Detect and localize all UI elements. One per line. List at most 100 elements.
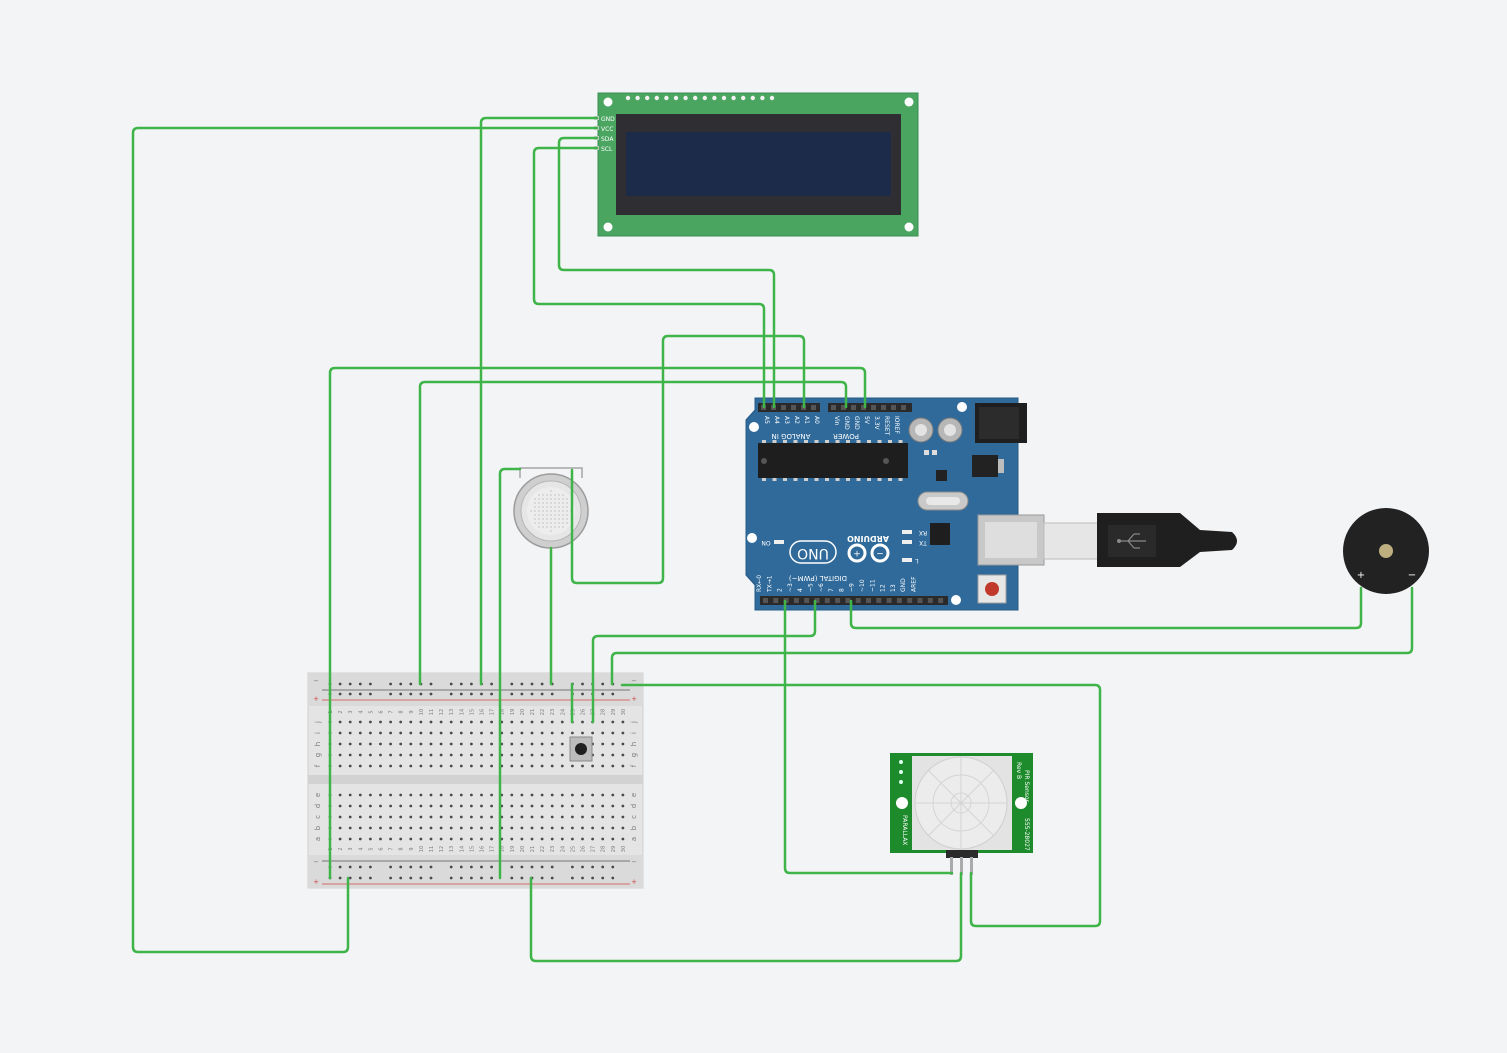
bb-col-label: 6 xyxy=(379,710,385,713)
bb-col-label: 7 xyxy=(389,710,395,713)
wire-gas-analog xyxy=(570,334,806,585)
bb-col-label: 22 xyxy=(540,709,546,715)
lcd-top-header xyxy=(625,95,775,101)
rail-minus-label: − xyxy=(313,677,319,685)
bb-col-label: 2 xyxy=(338,710,344,713)
bb-col-label: 25 xyxy=(570,709,576,715)
analog-header xyxy=(758,403,820,412)
lcd-header-pin xyxy=(635,95,640,101)
digital-pin-hole[interactable] xyxy=(845,598,851,603)
digital-pin-hole[interactable] xyxy=(927,598,933,603)
wire-gas-vcc xyxy=(498,467,522,880)
bb-col-label: 2 xyxy=(338,847,344,850)
power-pin-label: GND xyxy=(843,416,850,430)
wire-lcd-scl xyxy=(532,146,766,409)
power-pin-hole[interactable] xyxy=(901,405,906,410)
bb-col-label: 19 xyxy=(510,709,516,715)
bb-row-label: h xyxy=(630,742,638,746)
pir-header xyxy=(946,850,978,858)
bb-col-label: 26 xyxy=(581,709,587,715)
digital-pin-label: ~9 xyxy=(849,583,856,592)
analog-pin-hole[interactable] xyxy=(781,405,786,410)
bb-col-label: 20 xyxy=(520,709,526,715)
bb-row-label: d xyxy=(314,804,322,808)
lcd-header-pin xyxy=(712,95,717,101)
power-pin-hole[interactable] xyxy=(871,405,876,410)
bb-col-label: 27 xyxy=(591,846,597,852)
digital-pin-hole[interactable] xyxy=(886,598,892,603)
digital-pin-hole[interactable] xyxy=(938,598,944,603)
breadboard[interactable]: − + − + − + − + 112233445566778899101011… xyxy=(307,672,644,889)
analog-pin-hole[interactable] xyxy=(791,405,796,410)
digital-pin-hole[interactable] xyxy=(804,598,810,603)
bb-col-label: 22 xyxy=(540,846,546,852)
power-pin-hole[interactable] xyxy=(831,405,836,410)
pir-brand-label: PARALLAX xyxy=(901,815,908,845)
digital-pin-hole[interactable] xyxy=(876,598,882,603)
pir-part-label: 555-28027 xyxy=(1023,818,1030,851)
digital-pin-label: TX→1 xyxy=(766,575,773,593)
bb-row-label: h xyxy=(314,742,322,746)
digital-pin-hole[interactable] xyxy=(773,598,779,603)
lcd-pin-gnd: GND xyxy=(601,116,615,123)
analog-pin-label: A4 xyxy=(773,416,780,424)
lcd-module[interactable]: GND VCC SDA SCL xyxy=(594,92,919,237)
gas-sensor[interactable] xyxy=(513,467,589,549)
power-pin-hole[interactable] xyxy=(891,405,896,410)
piezo-buzzer[interactable]: + − xyxy=(1343,508,1429,594)
bb-col-label: 25 xyxy=(570,846,576,852)
bb-col-label: 3 xyxy=(348,847,354,850)
bb-col-label: 19 xyxy=(510,846,516,852)
bb-col-label: 17 xyxy=(490,846,496,852)
bb-col-label: 7 xyxy=(389,847,395,850)
power-pin-hole[interactable] xyxy=(851,405,856,410)
lcd-pin-sda: SDA xyxy=(601,136,614,143)
arduino-mount-hole xyxy=(951,595,961,605)
bb-col-label: 6 xyxy=(379,847,385,850)
voltage-regulator xyxy=(972,455,998,477)
digital-pin-label: ~10 xyxy=(859,579,866,592)
digital-pin-hole[interactable] xyxy=(793,598,799,603)
digital-pin-hole[interactable] xyxy=(855,598,861,603)
svg-text:+: + xyxy=(853,550,861,560)
wire-pir-out xyxy=(783,599,954,875)
lcd-header-pin xyxy=(731,95,736,101)
bb-col-label: 23 xyxy=(550,709,556,715)
digital-pin-hole[interactable] xyxy=(917,598,923,603)
lcd-header-pin xyxy=(741,95,746,101)
tx-label: TX xyxy=(919,539,928,546)
rail-minus-label: − xyxy=(631,858,637,866)
lcd-header-pin xyxy=(702,95,707,101)
power-pin-hole[interactable] xyxy=(861,405,866,410)
digital-pin-hole[interactable] xyxy=(896,598,902,603)
digital-pin-label: 8 xyxy=(838,588,845,592)
digital-pin-hole[interactable] xyxy=(866,598,871,603)
bb-col-label: 10 xyxy=(419,846,425,852)
l-led xyxy=(902,558,912,562)
push-button[interactable] xyxy=(569,736,593,762)
wire-5v xyxy=(328,366,867,880)
buzzer-center xyxy=(1379,544,1393,558)
bb-row-label: f xyxy=(630,764,638,767)
digital-pin-hole[interactable] xyxy=(907,598,913,603)
digital-pin-hole[interactable] xyxy=(824,598,830,603)
pir-sensor[interactable]: PIR Sensor Rev B 555-28027 PARALLAX xyxy=(890,753,1033,875)
bb-row-label: e xyxy=(314,793,322,797)
digital-pin-hole[interactable] xyxy=(814,598,820,603)
rail-plus-label: + xyxy=(313,695,319,703)
arduino-mount-hole xyxy=(957,402,967,412)
power-pin-label: Vin xyxy=(833,416,840,426)
digital-pin-hole[interactable] xyxy=(763,598,768,603)
l-label: L xyxy=(915,557,919,564)
bb-col-label: 29 xyxy=(611,709,617,715)
digital-pin-hole[interactable] xyxy=(835,598,841,603)
power-pin-hole[interactable] xyxy=(881,405,886,410)
power-pin-hole[interactable] xyxy=(841,405,846,410)
bb-row-label: i xyxy=(314,732,322,734)
lcd-header-pin xyxy=(769,95,775,101)
analog-pin-hole[interactable] xyxy=(811,405,816,410)
rail-minus-label: − xyxy=(631,677,637,685)
wire-pir-vcc xyxy=(529,871,963,963)
